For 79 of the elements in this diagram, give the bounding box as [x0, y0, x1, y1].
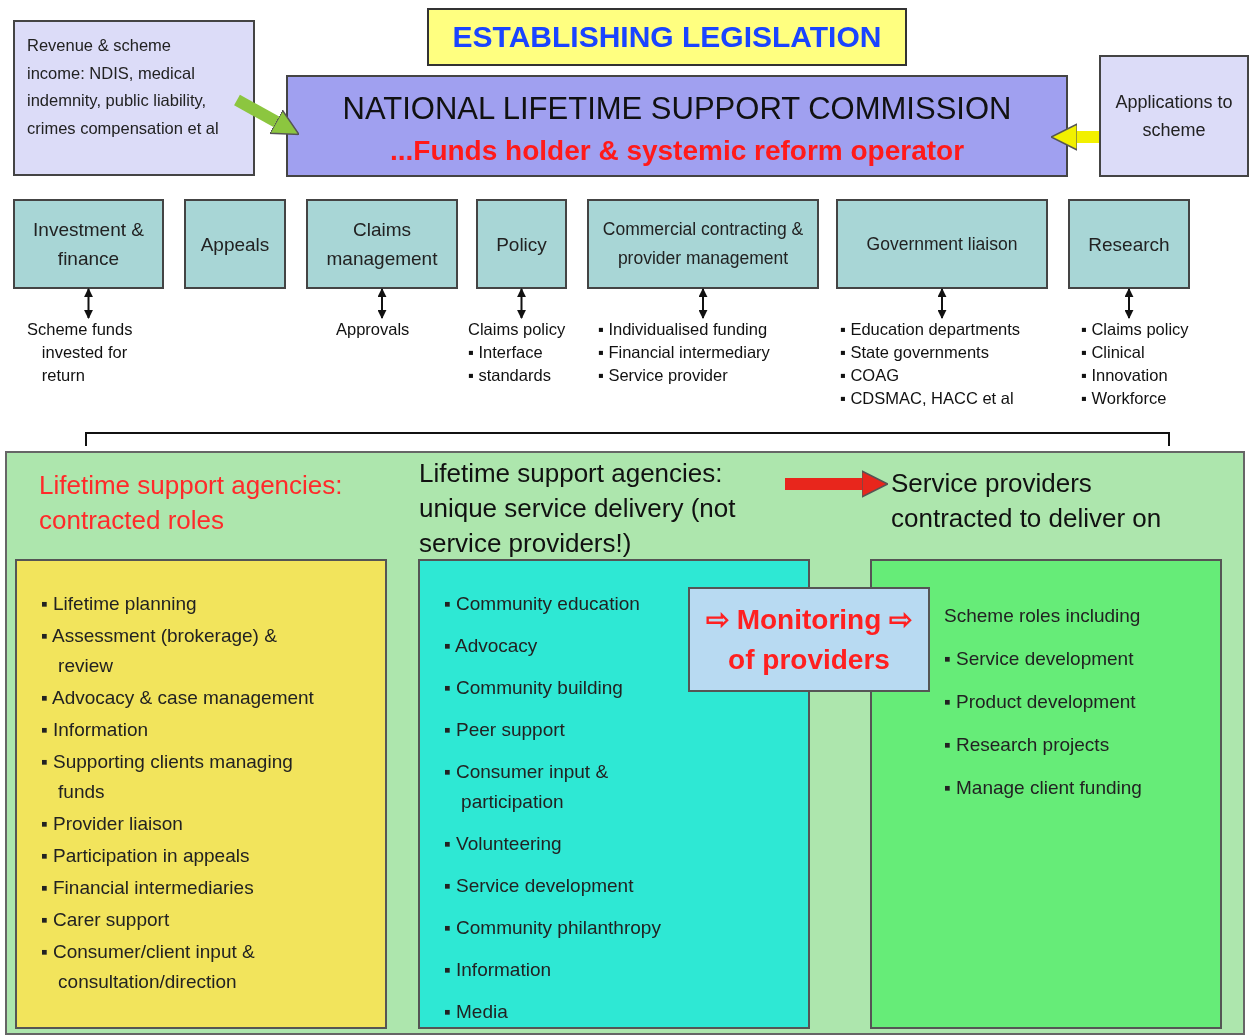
note-text: Approvals — [336, 319, 411, 340]
legislation-banner — [427, 8, 907, 66]
block-arrow — [234, 94, 300, 136]
list-item: ▪ Service development — [944, 647, 1135, 671]
department-name: Government liaison — [866, 232, 1018, 256]
list-item: ▪ Provider liaison — [41, 812, 184, 836]
department-name: Policy — [496, 232, 547, 257]
list-item: ▪ Supporting clients managing funds — [41, 750, 294, 804]
monitoring-box — [688, 587, 930, 692]
note-text: ▪ Workforce — [1081, 388, 1168, 409]
list-item: ▪ Service development — [444, 874, 635, 898]
list-item: ▪ Advocacy — [444, 634, 539, 658]
list-item: ▪ Product development — [944, 690, 1137, 714]
double-arrow — [377, 288, 387, 319]
department-box — [184, 199, 286, 289]
list-item: ▪ Community education — [444, 592, 641, 616]
list-item: ▪ Advocacy & case management — [41, 686, 315, 710]
list-item: ▪ Financial intermediaries — [41, 876, 255, 900]
commission-subtitle: ...Funds holder & systemic reform operator — [388, 134, 966, 168]
note-text: ▪ Financial intermediary — [598, 342, 771, 363]
department-box — [1068, 199, 1190, 289]
column-heading: Service providers contracted to deliver on — [891, 467, 1163, 535]
list-item: ▪ Community building — [444, 676, 624, 700]
double-arrow — [517, 288, 526, 319]
list-item: ▪ Research projects — [944, 733, 1111, 757]
list-item: ▪ Assessment (brokerage) & review — [41, 624, 278, 678]
box-text: Revenue & scheme income: NDIS, medical indemnity, public liability, crimes compensation et al — [27, 35, 220, 139]
list-item: ▪ Lifetime planning — [41, 592, 198, 616]
double-arrow — [698, 288, 708, 319]
department-box — [587, 199, 819, 289]
list-item: ▪ Carer support — [41, 908, 171, 932]
department-box — [476, 199, 567, 289]
list-item: ▪ Consumer input & participation — [444, 760, 610, 814]
note-text: Claims policy — [468, 319, 567, 340]
department-name: Claims management — [325, 218, 439, 271]
column-heading: Lifetime support agencies: contracted roles — [39, 469, 344, 537]
note-text: ▪ State governments — [840, 342, 990, 363]
department-name: Investment & finance — [32, 218, 145, 271]
note-text: ▪ Innovation — [1081, 365, 1169, 386]
list-intro: Scheme roles including — [944, 604, 1142, 628]
list-item: ▪ Community philanthropy — [444, 916, 662, 940]
commission-box — [286, 75, 1068, 177]
commission-title: NATIONAL LIFETIME SUPPORT COMMISSION — [341, 90, 1013, 128]
list-item: ▪ Media — [444, 1000, 509, 1024]
note-text: ▪ Service provider — [598, 365, 729, 386]
agency-band — [5, 451, 1245, 1035]
double-arrow — [84, 288, 93, 319]
banner-title: ESTABLISHING LEGISLATION — [452, 20, 882, 54]
list-item: ▪ Consumer/client input & consultation/direction — [41, 940, 256, 994]
note-text: ▪ COAG — [840, 365, 901, 386]
info-box — [1099, 55, 1249, 177]
note-text: ▪ standards — [468, 365, 552, 386]
list-item: ▪ Information — [41, 718, 150, 742]
department-name: Appeals — [200, 232, 270, 257]
note-text: ▪ Interface — [468, 342, 544, 363]
note-text: ▪ CDSMAC, HACC et al — [840, 388, 1015, 409]
list-item: ▪ Information — [444, 958, 553, 982]
box-text: Applications to scheme — [1115, 91, 1233, 142]
department-box — [306, 199, 458, 289]
note-text: ▪ Clinical — [1081, 342, 1146, 363]
department-box — [836, 199, 1048, 289]
list-item: ▪ Manage client funding — [944, 776, 1143, 800]
list-item: ▪ Participation in appeals — [41, 844, 251, 868]
monitoring-label: ⇨ Monitoring ⇨ of providers — [704, 602, 914, 677]
note-text: ▪ Claims policy — [1081, 319, 1190, 340]
department-name: Research — [1088, 232, 1170, 257]
list-item: ▪ Volunteering — [444, 832, 563, 856]
column-heading: Lifetime support agencies: unique service delivery (not service providers!) — [419, 457, 737, 560]
double-arrow — [937, 288, 947, 319]
info-box — [13, 20, 255, 176]
department-name: Commercial contracting & provider management — [601, 218, 805, 270]
block-arrow — [785, 470, 889, 498]
note-text: ▪ Individualised funding — [598, 319, 769, 340]
list-item: ▪ Peer support — [444, 718, 566, 742]
department-box — [13, 199, 164, 289]
note-text: Scheme funds invested for return — [27, 319, 134, 386]
block-arrow — [1050, 123, 1099, 151]
note-text: ▪ Education departments — [840, 319, 1022, 340]
double-arrow — [1124, 288, 1134, 319]
